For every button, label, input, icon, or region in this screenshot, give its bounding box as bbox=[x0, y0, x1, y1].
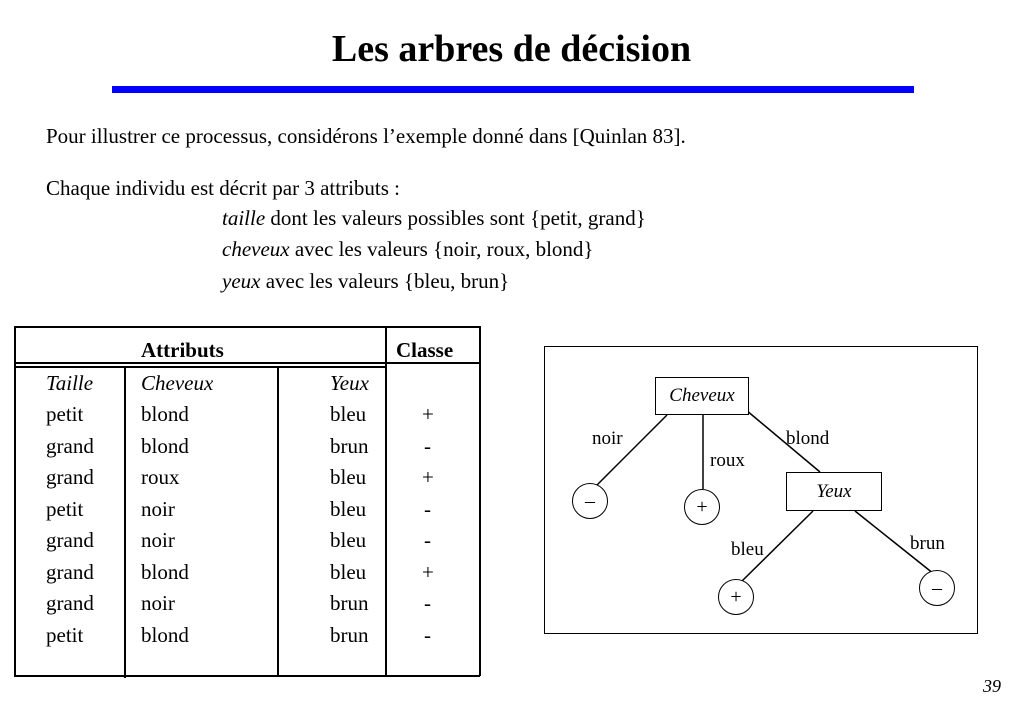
edge-label-brun: brun bbox=[910, 533, 945, 554]
edge-bleu-line bbox=[741, 510, 814, 582]
page-number: 39 bbox=[983, 676, 1001, 696]
edge-label-roux: roux bbox=[710, 450, 745, 471]
intro-paragraph: Pour illustrer ce processus, considérons… bbox=[46, 124, 686, 148]
attribute-name: taille bbox=[222, 206, 266, 230]
attribute-line-taille: taille dont les valeurs possibles sont {… bbox=[222, 205, 646, 231]
tree-node-yeux: Yeux bbox=[786, 472, 882, 511]
edge-brun-line bbox=[854, 510, 935, 575]
leaf-bleu: + bbox=[718, 579, 754, 615]
attribute-line-cheveux: cheveux avec les valeurs {noir, roux, bl… bbox=[222, 236, 594, 262]
attribute-values: avec les valeurs {bleu, brun} bbox=[260, 269, 510, 293]
edge-label-bleu: bleu bbox=[731, 539, 764, 560]
attribute-values: dont les valeurs possibles sont {petit, … bbox=[265, 206, 646, 230]
tree-node-cheveux: Cheveux bbox=[655, 377, 749, 415]
edge-noir-line bbox=[595, 414, 668, 487]
edge-label-noir: noir bbox=[592, 428, 623, 449]
description-paragraph: Chaque individu est décrit par 3 attribu… bbox=[46, 176, 401, 200]
attribute-name: yeux bbox=[222, 269, 261, 293]
attribute-values: avec les valeurs {noir, roux, blond} bbox=[289, 237, 594, 261]
title-underline bbox=[112, 86, 914, 93]
tree-frame bbox=[544, 346, 978, 634]
edge-label-blond: blond bbox=[786, 428, 830, 449]
leaf-noir: – bbox=[572, 483, 608, 519]
attribute-name: cheveux bbox=[222, 237, 290, 261]
leaf-roux: + bbox=[684, 489, 720, 525]
page-title: Les arbres de décision bbox=[331, 28, 692, 70]
edge-blond-line bbox=[745, 409, 821, 473]
leaf-brun: – bbox=[919, 570, 955, 606]
attribute-line-yeux: yeux avec les valeurs {bleu, brun} bbox=[222, 268, 509, 294]
